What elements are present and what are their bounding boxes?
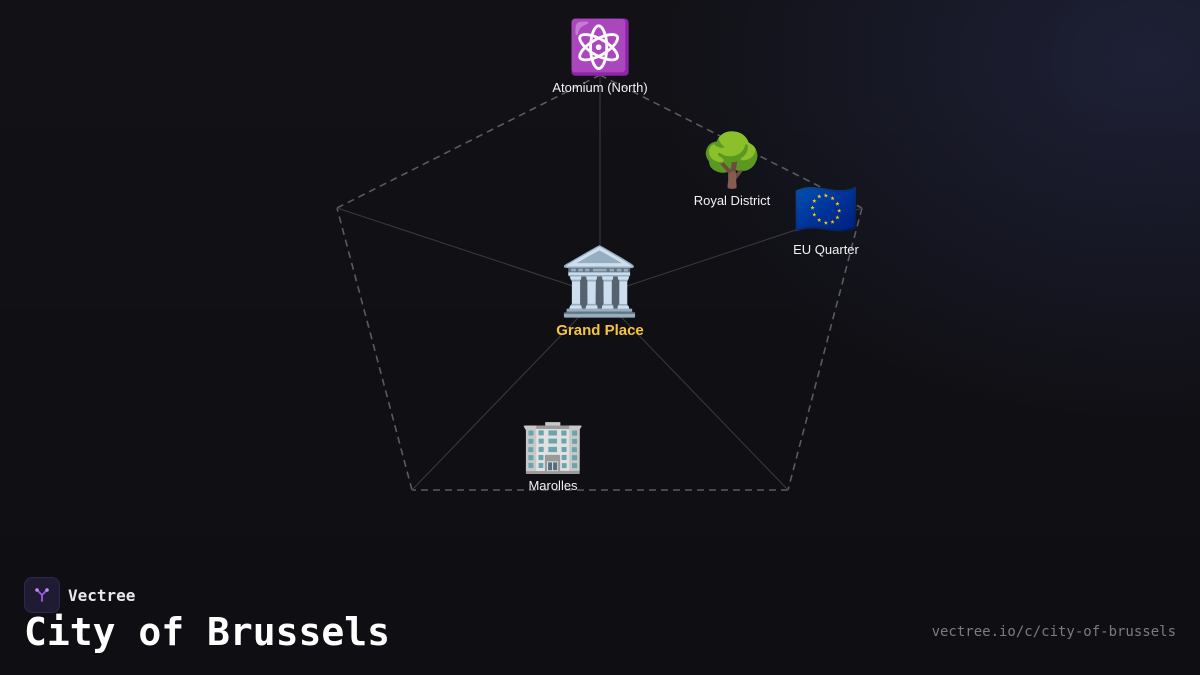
office-building-icon: 🏢 (520, 417, 586, 475)
outline-edge-east-southeast (787, 207, 863, 491)
outline-edge-southwest-west (336, 207, 413, 491)
node-grand-place[interactable]: 🏛️ Grand Place (556, 248, 644, 339)
node-royal-district[interactable]: 🌳 Royal District (694, 135, 771, 208)
vectree-logo-icon (24, 577, 60, 613)
node-eu-quarter[interactable]: 🇪🇺 EU Quarter (793, 184, 859, 257)
page-url[interactable]: vectree.io/c/city-of-brussels (931, 624, 1176, 640)
outline-edge-north-east (599, 74, 863, 209)
node-marolles[interactable]: 🏢 Marolles (521, 420, 586, 493)
spoke-southeast (599, 294, 789, 491)
node-label-atomium: Atomium (North) (552, 80, 648, 95)
eu-flag-icon: 🇪🇺 (793, 181, 859, 239)
spoke-southwest (411, 294, 601, 491)
spoke-west (336, 207, 601, 296)
node-label-marolles: Marolles (528, 478, 578, 493)
node-atomium[interactable]: ⚛️ Atomium (North) (552, 22, 647, 95)
classical-building-icon: 🏛️ (558, 244, 642, 318)
brand-name: Vectree (68, 585, 136, 605)
brand[interactable]: Vectree (24, 577, 135, 613)
deciduous-tree-icon: 🌳 (699, 132, 765, 190)
outline-edge-west-north (336, 74, 601, 209)
node-label-grand-place: Grand Place (556, 322, 644, 339)
page-title: City of Brussels (24, 610, 391, 654)
spokes (336, 75, 863, 491)
node-label-eu-quarter: EU Quarter (793, 242, 859, 257)
node-label-royal-district: Royal District (693, 193, 771, 208)
atom-symbol-icon: ⚛️ (567, 19, 633, 77)
pentagon-outline (336, 74, 863, 491)
spoke-east (599, 207, 863, 296)
